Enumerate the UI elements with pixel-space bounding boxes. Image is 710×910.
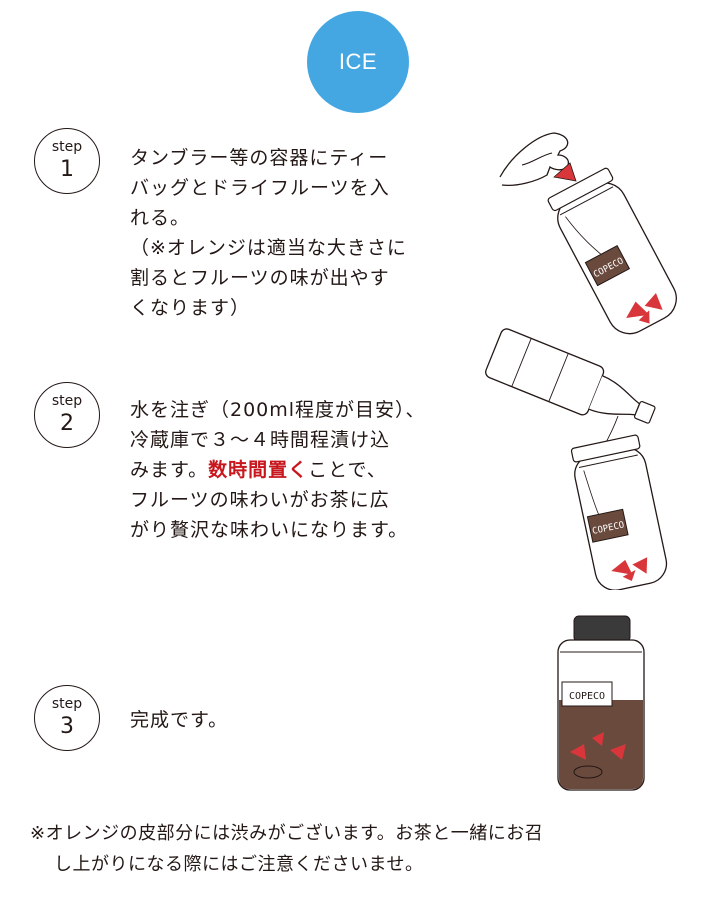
note: ※オレンジの皮部分には渋みがございます。お茶と一緒にお召 し上がりになる際にはご… (30, 818, 700, 880)
ice-badge-label: ICE (338, 49, 378, 74)
step-2-line-1: 水を注ぎ（200ml程度が目安）、 (130, 399, 426, 421)
step-2-emphasis: 数時間置く (208, 459, 309, 481)
step-3-line-1: 完成です。 (130, 709, 229, 731)
step-3-word: step (51, 696, 83, 712)
step-2-circle: step 2 (34, 382, 100, 448)
step-1-illustration: COPECO (499, 132, 677, 335)
step-3-teabag-label: COPECO (569, 691, 605, 702)
step-1-line-3: れる。 (130, 207, 191, 229)
step-2-line-4: フルーツの味わいがお茶に広 (130, 489, 390, 511)
step-2-illustration: COPECO (485, 328, 668, 590)
step-1-line-6: くなります） (130, 297, 251, 319)
step-2-line-3-after: ことで、 (308, 459, 387, 481)
step-2-line-3: みます。数時間置くことで、 (130, 455, 460, 485)
note-line-1: ※オレンジの皮部分には渋みがございます。お茶と一緒にお召 (30, 823, 544, 844)
step-1-line-5: 割るとフルーツの味が出やす (130, 267, 390, 289)
step-2-line-2: 冷蔵庫で３～４時間程漬け込 (130, 429, 391, 451)
step-1-number: 1 (60, 157, 74, 182)
step-2-word: step (51, 393, 83, 409)
step-2-line-3-before: みます。 (130, 459, 209, 481)
step-3-text: 完成です。 (130, 705, 460, 735)
step-1-text: タンブラー等の容器にティー バッグとドライフルーツを入 れる。 （※オレンジは適… (130, 143, 460, 323)
step-3-number: 3 (60, 714, 74, 739)
step-1-line-2: バッグとドライフルーツを入 (130, 177, 390, 199)
ice-badge: ICE (307, 11, 409, 113)
step-3-circle: step 3 (34, 685, 100, 751)
step-1-circle: step 1 (34, 128, 100, 194)
note-line-2: し上がりになる際にはご注意くださいませ。 (54, 854, 424, 875)
step-1-line-1: タンブラー等の容器にティー (130, 147, 389, 169)
step-1-line-4: （※オレンジは適当な大きさに (130, 237, 407, 259)
step-2-number: 2 (60, 411, 74, 436)
step-2-text: 水を注ぎ（200ml程度が目安）、 冷蔵庫で３～４時間程漬け込 みます。数時間置… (130, 395, 460, 545)
step-1-word: step (51, 139, 83, 155)
step-2-line-5: がり贅沢な味わいになります。 (130, 519, 409, 541)
step-3-illustration: COPECO (557, 615, 645, 791)
